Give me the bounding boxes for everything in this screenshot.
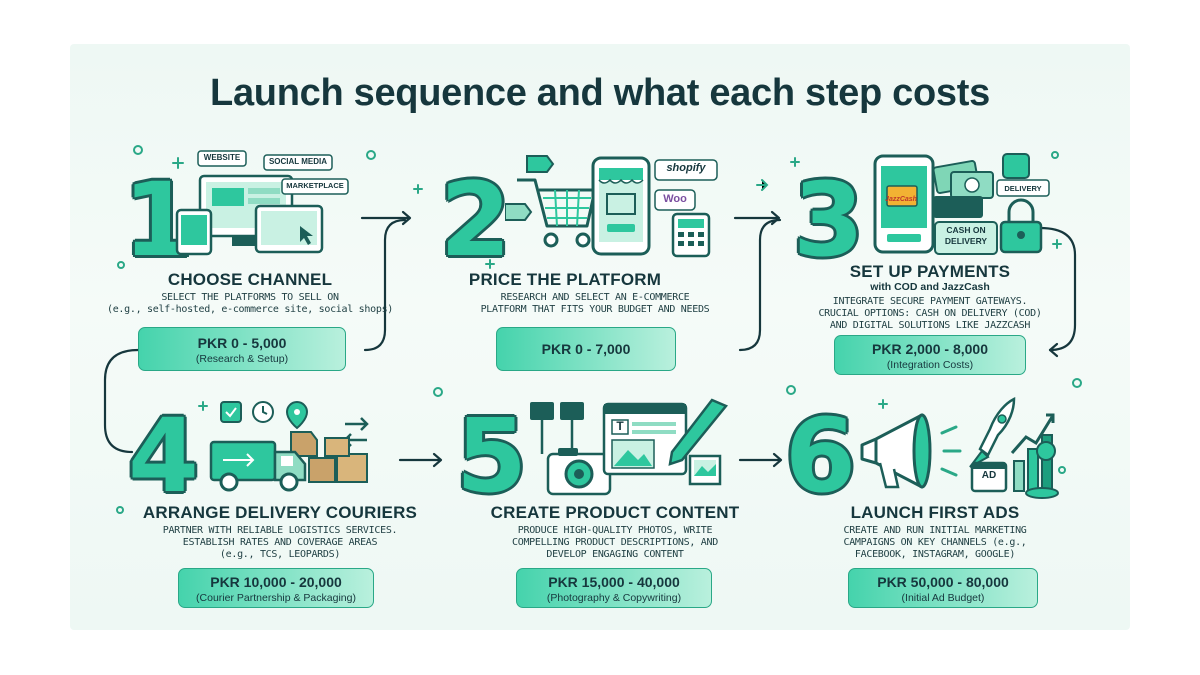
step-1-cost-note: (Research & Setup) <box>195 353 289 365</box>
step-1-cost: PKR 0 - 5,000 <box>197 335 287 351</box>
website-label: WEBSITE <box>203 153 241 162</box>
step-3-subheading: with COD and JazzCash <box>870 281 990 293</box>
step-6-cost: PKR 50,000 - 80,000 <box>877 574 1009 590</box>
connector-3-to-row2 <box>1038 226 1077 352</box>
camera-icon <box>530 398 729 496</box>
step-2-number: 2 <box>440 161 511 280</box>
step-2-cost: PKR 0 - 7,000 <box>541 341 631 357</box>
delivery-truck-icon <box>209 400 369 492</box>
step-3-heading: SET UP PAYMENTS <box>849 262 1011 281</box>
step-2-heading: PRICE THE PLATFORM <box>468 270 662 289</box>
connector-2-down <box>738 218 782 352</box>
step-4-cost: PKR 10,000 - 20,000 <box>210 574 342 590</box>
step-6-cost-badge: PKR 50,000 - 80,000 (Initial Ad Budget) <box>848 568 1038 608</box>
woo-label: Woo <box>663 193 687 205</box>
social-media-label: SOCIAL MEDIA <box>268 157 328 166</box>
step-3-cost: PKR 2,000 - 8,000 <box>872 341 988 357</box>
step-4-number: 4 <box>128 397 199 516</box>
step-5-cost-badge: PKR 15,000 - 40,000 (Photography & Copyw… <box>516 568 712 608</box>
step-6-number: 6 <box>785 397 856 516</box>
page-title: Launch sequence and what each step costs <box>210 72 990 114</box>
megaphone-icon <box>860 396 1059 499</box>
step-3-cost-badge: PKR 2,000 - 8,000 (Integration Costs) <box>834 335 1026 375</box>
shopping-cart-icon <box>505 155 718 258</box>
step-3-number: 3 <box>793 161 864 280</box>
step-1-heading: CHOOSE CHANNEL <box>167 270 333 289</box>
delivery-label: DELIVERY <box>1004 184 1042 193</box>
cash-on-label: CASH ON <box>946 225 986 235</box>
step-3-description: INTEGRATE SECURE PAYMENT GATEWAYS. CRUCI… <box>818 296 1042 331</box>
step-6-description: CREATE AND RUN INITIAL MARKETING CAMPAIG… <box>843 525 1027 560</box>
step-2-description: RESEARCH AND SELECT AN E-COMMERCE PLATFO… <box>480 292 710 315</box>
step-2-cost-badge: PKR 0 - 7,000 <box>496 327 676 371</box>
connector-row1-to-4 <box>103 348 140 454</box>
step-4-cost-note: (Courier Partnership & Packaging) <box>196 592 356 604</box>
ad-label: AD <box>981 470 997 481</box>
step-6-heading: LAUNCH FIRST ADS <box>850 503 1020 522</box>
step-5-heading: CREATE PRODUCT CONTENT <box>490 503 740 522</box>
payment-phone-icon <box>873 153 1050 255</box>
step-4-cost-badge: PKR 10,000 - 20,000 (Courier Partnership… <box>178 568 374 608</box>
step-1-description: SELECT THE PLATFORMS TO SELL ON (e.g., s… <box>106 292 394 315</box>
shopify-label: shopify <box>666 162 706 174</box>
step-3-cost-note: (Integration Costs) <box>886 359 974 371</box>
step-5-cost-note: (Photography & Copywriting) <box>546 592 682 604</box>
step-1-cost-badge: PKR 0 - 5,000 (Research & Setup) <box>138 327 346 371</box>
step-5-cost: PKR 15,000 - 40,000 <box>548 574 680 590</box>
jazzcash-label: JazzCash <box>885 196 917 203</box>
step-5-number: 5 <box>456 397 527 516</box>
devices-icon <box>175 150 349 256</box>
connector-1-down <box>363 218 407 352</box>
step-4-description: PARTNER WITH RELIABLE LOGISTICS SERVICES… <box>162 525 398 560</box>
marketplace-label: MARKETPLACE <box>286 181 344 190</box>
step-5-description: PRODUCE HIGH-QUALITY PHOTOS, WRITE COMPE… <box>512 525 718 560</box>
step-6-cost-note: (Initial Ad Budget) <box>901 592 985 604</box>
text-tool-label: T <box>616 419 624 433</box>
cash-delivery-label: DELIVERY <box>944 236 988 246</box>
step-4-heading: ARRANGE DELIVERY COURIERS <box>142 503 418 522</box>
